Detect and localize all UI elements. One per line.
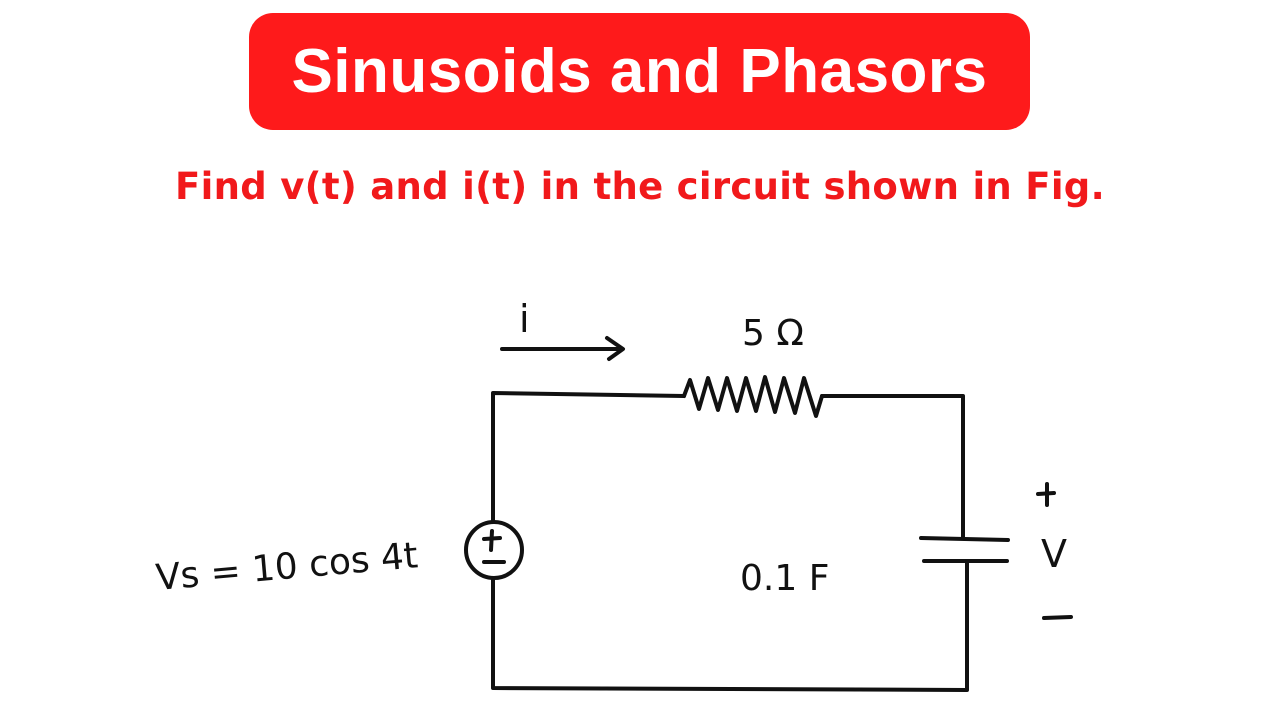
problem-statement: Find v(t) and i(t) in the circuit shown …: [175, 165, 1105, 208]
wire-bottom: [491, 559, 969, 692]
capacitor-label: 0.1 F: [740, 558, 829, 599]
resistor-symbol: [682, 375, 824, 418]
source-label: Vs = 10 cos 4t: [154, 535, 419, 599]
capacitor-symbol: [919, 536, 1010, 563]
page-title: Sinusoids and Phasors: [291, 36, 988, 106]
resistor-label: 5 Ω: [742, 313, 804, 354]
voltage-plus-sign: [1036, 482, 1056, 507]
wire-top-left: [491, 391, 686, 522]
wire-top-right: [820, 394, 965, 540]
voltage-minus-sign: [1042, 615, 1073, 620]
voltage-label: V: [1041, 532, 1067, 576]
current-arrow-icon: [500, 336, 625, 361]
current-label: i: [519, 297, 530, 341]
voltage-source-symbol: [464, 520, 524, 580]
title-banner: Sinusoids and Phasors: [249, 13, 1030, 130]
